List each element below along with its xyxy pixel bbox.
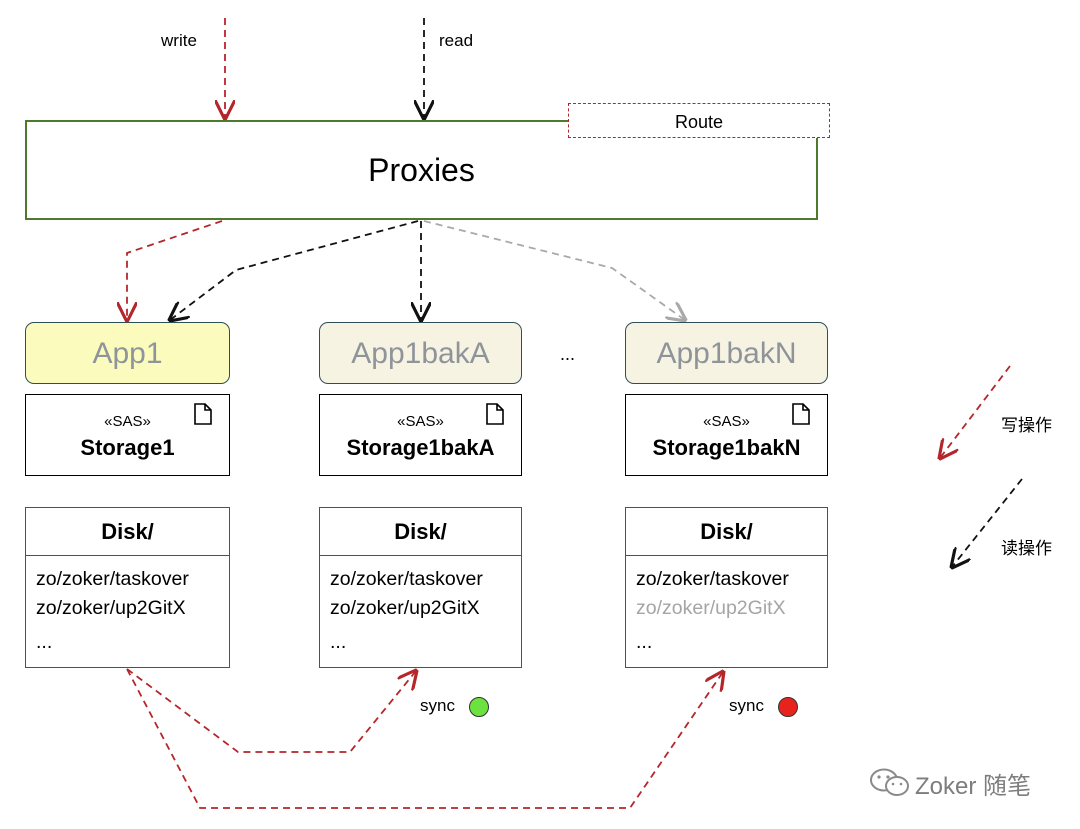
document-icon [194,403,212,425]
storage1-box: «SAS» Storage1 [25,394,230,476]
disk1bakn-line-taskover: zo/zoker/taskover [636,568,789,590]
storage1baka-name: Storage1bakA [346,435,495,460]
proxies-label: Proxies [368,152,475,188]
disk1-line-more: ... [36,631,53,653]
disk1-line-taskover: zo/zoker/taskover [36,568,189,590]
sync-to-storage1bakn-arrow [126,669,723,809]
app1-label: App1 [92,337,163,370]
disk1-line-up2gitx: zo/zoker/up2GitX [36,597,186,619]
app1baka-label: App1bakA [351,337,490,370]
route-label: Route [674,112,724,132]
legend-read-label: 读操作 [1001,539,1052,558]
disk1bakn-title: Disk/ [626,508,827,556]
columns-ellipsis: ... [560,344,576,364]
storage1baka-stereotype: «SAS» [397,413,444,430]
disk1-box: Disk/ zo/zoker/taskover zo/zoker/up2GitX… [25,507,230,668]
read-to-app1-arrow [170,220,419,320]
app1baka-box: App1bakA [319,322,522,384]
document-icon [792,403,810,425]
legend-read-arrow [952,478,1023,567]
storage1-stereotype: «SAS» [104,413,151,430]
storage1bakn-name: Storage1bakN [652,435,801,460]
read-to-app1bakn-arrow [423,220,685,320]
route-box: Route [568,103,830,138]
storage1baka-box: «SAS» Storage1bakA [319,394,522,476]
read-label: read [439,31,474,50]
disk1baka-line-taskover: zo/zoker/taskover [330,568,483,590]
sync-label-baka: sync [420,696,455,715]
write-to-app1-arrow [127,220,223,320]
wechat-icon [870,768,909,796]
storage1bakn-box: «SAS» Storage1bakN [625,394,828,476]
document-icon [486,403,504,425]
legend-write-arrow [940,365,1011,458]
disk1bakn-box: Disk/ zo/zoker/taskover zo/zoker/up2GitX… [625,507,828,668]
disk1bakn-line-up2gitx-missing: zo/zoker/up2GitX [636,597,786,619]
app1bakn-box: App1bakN [625,322,828,384]
write-label: write [161,31,197,50]
sync-to-storage1baka-arrow [126,669,416,753]
disk1baka-line-more: ... [330,631,347,653]
sync-fail-indicator [778,697,798,717]
storage1-name: Storage1 [80,435,175,460]
watermark-text: Zoker 随笔 [915,773,1032,800]
app1bakn-label: App1bakN [656,337,797,370]
storage1bakn-stereotype: «SAS» [703,413,750,430]
app1-box: App1 [25,322,230,384]
disk1baka-box: Disk/ zo/zoker/taskover zo/zoker/up2GitX… [319,507,522,668]
disk1baka-title: Disk/ [320,508,521,556]
sync-ok-indicator [469,697,489,717]
disk1bakn-line-more: ... [636,631,653,653]
disk1-title: Disk/ [26,508,229,556]
disk1baka-line-up2gitx: zo/zoker/up2GitX [330,597,480,619]
sync-label-bakn: sync [729,696,764,715]
legend-write-label: 写操作 [1001,416,1052,435]
